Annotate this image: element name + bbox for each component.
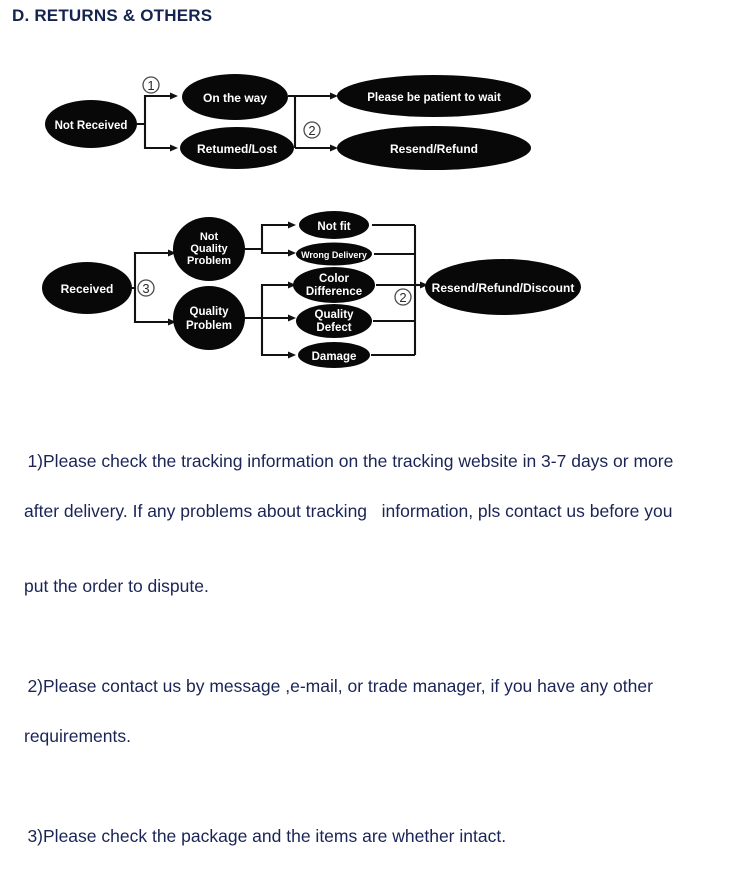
connector-branch-to-outcomes	[288, 92, 338, 152]
svg-text:1: 1	[147, 78, 154, 93]
note-1-line-1: 1)Please check the tracking information …	[27, 451, 674, 471]
node-color-difference-line1: Color	[319, 273, 350, 285]
svg-text:3: 3	[142, 281, 149, 296]
node-quality-problem: Quality Problem	[173, 286, 245, 350]
marker-2b: 2	[394, 288, 412, 306]
marker-2: 2	[303, 121, 321, 139]
note-2-line-1: 2)Please contact us by message ,e-mail, …	[27, 676, 653, 696]
node-quality-defect-line2: Defect	[316, 322, 351, 334]
chart1-group: Not Received 1 On the way Retumed/Lost	[45, 74, 531, 170]
node-not-quality-problem-line1: Not	[200, 231, 219, 243]
node-resend-refund-label: Resend/Refund	[390, 142, 478, 156]
node-please-wait-label: Please be patient to wait	[367, 92, 501, 104]
connector-notquality-fan	[245, 221, 296, 257]
notes-list: 1)Please check the tracking information …	[8, 424, 746, 874]
note-1-line-2: after delivery. If any problems about tr…	[24, 501, 673, 521]
node-quality-defect-line1: Quality	[315, 309, 355, 321]
node-wrong-delivery: Wrong Delivery	[296, 242, 372, 266]
node-damage: Damage	[298, 342, 370, 368]
connector-received-split	[132, 249, 176, 326]
node-received: Received	[42, 262, 132, 314]
node-resend-refund-discount: Resend/Refund/Discount	[425, 259, 581, 315]
node-not-quality-problem-line2: Quality	[190, 243, 228, 255]
node-resend-refund-discount-label: Resend/Refund/Discount	[432, 281, 575, 295]
node-returned-lost-label: Retumed/Lost	[197, 142, 277, 156]
note-1-line-3: put the order to dispute.	[24, 576, 209, 596]
node-wrong-delivery-label: Wrong Delivery	[301, 250, 367, 260]
node-on-the-way: On the way	[182, 74, 288, 120]
node-not-fit: Not fit	[299, 211, 369, 239]
node-not-quality-problem-line3: Problem	[187, 255, 231, 267]
note-3-line-1: 3)Please check the package and the items…	[27, 826, 507, 846]
node-quality-defect: Quality Defect	[296, 304, 372, 338]
node-please-wait: Please be patient to wait	[337, 75, 531, 117]
node-not-received: Not Received	[45, 100, 137, 148]
page-title: D. RETURNS & OTHERS	[12, 6, 213, 25]
node-resend-refund: Resend/Refund	[337, 126, 531, 170]
note-1: 1)Please check the tracking information …	[8, 424, 746, 649]
note-2-line-2: requirements.	[24, 726, 131, 746]
marker-1: 1	[142, 76, 160, 94]
node-color-difference: Color Difference	[293, 267, 375, 303]
chart2-group: Received 3 Not Quality Problem Quality P…	[42, 211, 581, 368]
node-not-fit-label: Not fit	[317, 221, 350, 233]
node-not-quality-problem: Not Quality Problem	[173, 217, 245, 281]
svg-text:2: 2	[399, 290, 406, 305]
node-on-the-way-label: On the way	[203, 91, 267, 105]
note-2: 2)Please contact us by message ,e-mail, …	[8, 649, 746, 799]
node-damage-label: Damage	[312, 351, 357, 363]
node-color-difference-line2: Difference	[306, 286, 362, 298]
marker-3: 3	[137, 279, 155, 297]
returns-flow-diagram: Not Received 1 On the way Retumed/Lost	[42, 74, 581, 368]
node-quality-problem-line1: Quality	[190, 306, 230, 318]
connector-converge-outcome	[371, 223, 428, 357]
node-received-label: Received	[61, 282, 114, 296]
node-quality-problem-line2: Problem	[186, 320, 232, 332]
svg-text:2: 2	[308, 123, 315, 138]
note-3: 3)Please check the package and the items…	[8, 799, 746, 874]
connector-quality-fan	[245, 281, 296, 359]
node-not-received-label: Not Received	[55, 120, 128, 132]
node-returned-lost: Retumed/Lost	[180, 127, 294, 169]
connector-not-received-split	[137, 92, 178, 152]
